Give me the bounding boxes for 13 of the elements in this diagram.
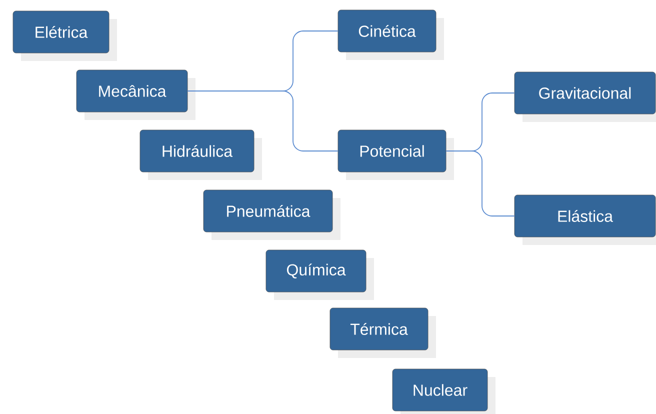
bracket-line xyxy=(446,150,515,216)
category-box: Mecânica xyxy=(76,70,196,120)
category-box: Gravitacional xyxy=(514,72,656,122)
category-box: Pneumática xyxy=(203,190,340,240)
category-box: Elástica xyxy=(514,194,656,245)
category-box: Cinética xyxy=(338,10,444,60)
category-box: Química xyxy=(266,250,374,300)
category-box: Térmica xyxy=(330,308,436,358)
category-box: Nuclear xyxy=(392,368,496,414)
category-box: Potencial xyxy=(338,130,454,180)
bracket-line xyxy=(187,90,338,152)
category-box: Hidráulica xyxy=(140,130,262,180)
category-box: Elétrica xyxy=(12,10,117,61)
